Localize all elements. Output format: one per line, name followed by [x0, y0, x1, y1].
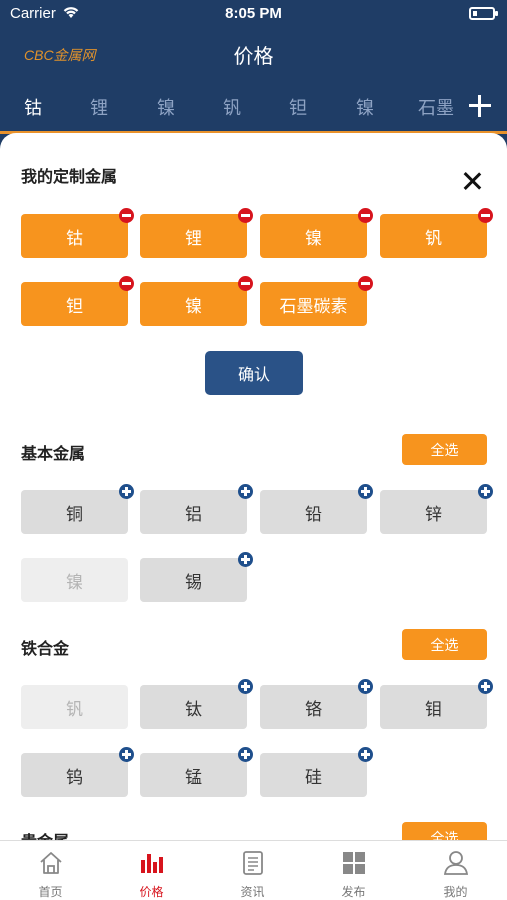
tab-home[interactable]: 首页	[0, 841, 101, 900]
tab-underline	[0, 131, 507, 134]
home-icon	[40, 852, 62, 874]
metal-chip[interactable]: 硅	[260, 747, 373, 797]
add-icon[interactable]	[119, 747, 134, 762]
add-icon[interactable]	[358, 679, 373, 694]
remove-icon[interactable]	[238, 208, 253, 223]
metal-tab[interactable]: 钽	[289, 98, 307, 119]
bottom-tab-bar: 首页 价格 资讯 发布 我的	[0, 840, 507, 900]
select-all-button[interactable]: 全选	[402, 434, 487, 465]
metal-chip[interactable]: 锌	[380, 484, 493, 534]
carrier-label: Carrier	[10, 5, 56, 22]
add-icon[interactable]	[478, 679, 493, 694]
metal-tab-strip: 钴 锂 镍 钒 钽 镍 石墨	[0, 80, 507, 132]
section-title-ferroalloys: 铁合金	[21, 639, 70, 658]
wifi-icon	[63, 7, 79, 18]
custom-metal-chip[interactable]: 钴	[21, 208, 134, 258]
add-tab-icon[interactable]	[468, 94, 492, 118]
custom-metal-chip[interactable]: 钽	[21, 276, 134, 326]
clock: 8:05 PM	[225, 5, 282, 22]
custom-metal-chip[interactable]: 石墨碳素	[260, 276, 373, 326]
remove-icon[interactable]	[358, 276, 373, 291]
metal-chip[interactable]: 铅	[260, 484, 373, 534]
custom-metal-chip[interactable]: 钒	[380, 208, 493, 258]
add-icon[interactable]	[238, 552, 253, 567]
grid-icon	[343, 852, 365, 874]
metal-chip[interactable]: 铬	[260, 679, 373, 729]
metal-chip-selected: 镍	[21, 558, 128, 602]
remove-icon[interactable]	[358, 208, 373, 223]
tab-profile-label: 我的	[443, 885, 468, 899]
metal-tab[interactable]: 钴	[24, 98, 42, 119]
tab-home-label: 首页	[38, 885, 63, 899]
tab-news-label: 资讯	[240, 885, 265, 899]
metal-chip[interactable]: 铜	[21, 484, 134, 534]
metal-chip-selected: 钒	[21, 685, 128, 729]
user-icon	[443, 851, 469, 875]
metal-chip[interactable]: 钛	[140, 679, 253, 729]
status-bar: Carrier 8:05 PM	[0, 0, 507, 28]
metal-tab[interactable]: 钒	[223, 98, 241, 119]
tab-news[interactable]: 资讯	[202, 841, 303, 900]
add-icon[interactable]	[358, 484, 373, 499]
brand-logo: CBC金属网	[24, 47, 96, 63]
metal-chip[interactable]: 锡	[140, 552, 253, 602]
custom-metal-chip[interactable]: 镍	[140, 276, 253, 326]
add-icon[interactable]	[238, 484, 253, 499]
metal-tab[interactable]: 镍	[157, 98, 175, 119]
metal-chip[interactable]: 钼	[380, 679, 493, 729]
add-icon[interactable]	[238, 679, 253, 694]
customize-sheet: 我的定制金属 钴 锂 镍 钒 钽 镍 石墨碳素 确认 基本金属 全选 铜 铝 铅…	[0, 133, 507, 900]
remove-icon[interactable]	[238, 276, 253, 291]
metal-chip[interactable]: 铝	[140, 484, 253, 534]
custom-metal-chip[interactable]: 锂	[140, 208, 253, 258]
battery-icon	[469, 7, 498, 20]
metal-chip[interactable]: 钨	[21, 747, 134, 797]
add-icon[interactable]	[238, 747, 253, 762]
select-all-button[interactable]: 全选	[402, 629, 487, 660]
section-title-basic-metals: 基本金属	[21, 444, 86, 463]
tab-price-label: 价格	[139, 885, 164, 899]
add-icon[interactable]	[119, 484, 134, 499]
custom-metal-chip[interactable]: 镍	[260, 208, 373, 258]
metal-tab[interactable]: 锂	[90, 98, 108, 119]
add-icon[interactable]	[478, 484, 493, 499]
metal-tab[interactable]: 石墨	[418, 98, 454, 119]
close-icon[interactable]	[462, 171, 482, 191]
remove-icon[interactable]	[478, 208, 493, 223]
news-icon	[243, 851, 263, 875]
metal-tab[interactable]: 镍	[356, 98, 374, 119]
remove-icon[interactable]	[119, 276, 134, 291]
confirm-button[interactable]: 确认	[205, 351, 303, 395]
page-title: 价格	[233, 44, 274, 68]
tab-publish[interactable]: 发布	[303, 841, 404, 900]
tab-publish-label: 发布	[341, 885, 366, 899]
tab-profile[interactable]: 我的	[405, 841, 506, 900]
tab-price[interactable]: 价格	[101, 841, 202, 900]
add-icon[interactable]	[358, 747, 373, 762]
remove-icon[interactable]	[119, 208, 134, 223]
custom-section-title: 我的定制金属	[21, 167, 118, 186]
nav-bar: CBC金属网 价格	[0, 28, 507, 78]
metal-chip[interactable]: 锰	[140, 747, 253, 797]
bar-chart-icon	[141, 854, 163, 873]
